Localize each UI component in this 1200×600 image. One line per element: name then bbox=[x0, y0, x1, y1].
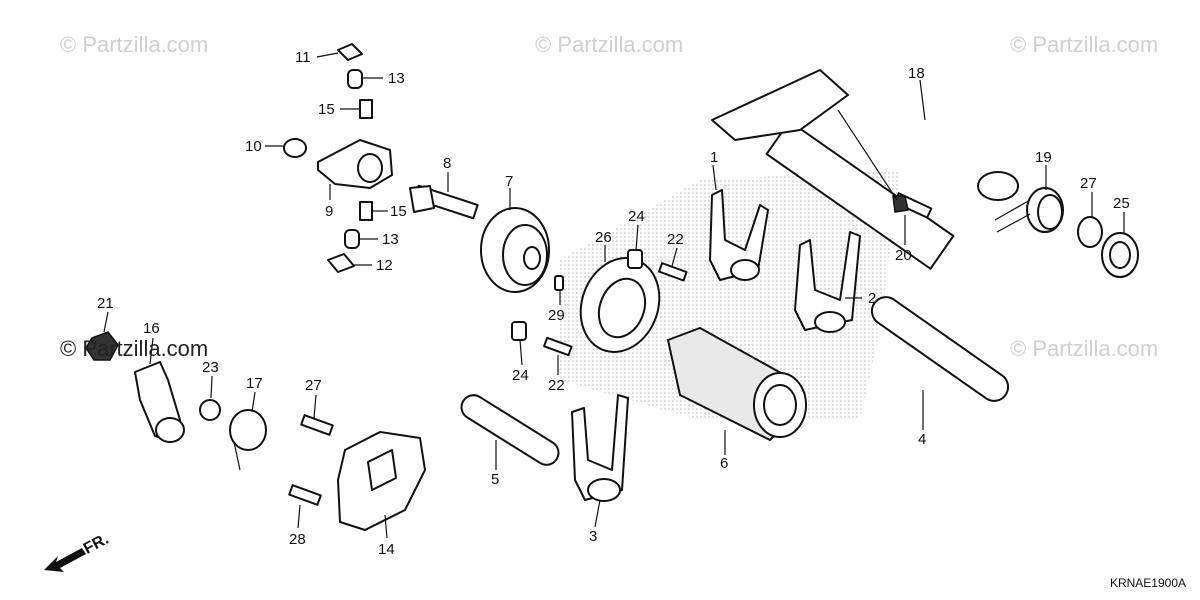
part-13-plunger-lower[interactable] bbox=[344, 229, 360, 249]
part-24-plate-lower[interactable] bbox=[511, 321, 527, 341]
part-9-stopper-arm[interactable] bbox=[317, 139, 393, 189]
part-18-shift-shaft[interactable] bbox=[711, 69, 1019, 270]
callout-22-lower: 22 bbox=[548, 377, 565, 394]
background-dot-shading bbox=[560, 170, 900, 420]
part-27-bolt-lower[interactable] bbox=[288, 484, 322, 506]
callout-10: 10 bbox=[245, 138, 262, 155]
part-3-shift-fork[interactable] bbox=[571, 394, 629, 502]
callout-27-upper: 27 bbox=[305, 377, 322, 394]
callout-29: 29 bbox=[548, 307, 565, 324]
part-27-bolt-upper[interactable] bbox=[300, 414, 334, 436]
callout-15-lower: 15 bbox=[390, 203, 407, 220]
callout-18: 18 bbox=[908, 65, 925, 82]
callout-22-upper: 22 bbox=[667, 231, 684, 248]
part-25-washer[interactable] bbox=[1101, 232, 1139, 278]
part-15-spring-lower[interactable] bbox=[359, 201, 373, 221]
part-7-drum-center[interactable] bbox=[480, 207, 550, 293]
callout-20: 20 bbox=[895, 247, 912, 264]
part-19-return-spring[interactable] bbox=[994, 187, 1064, 233]
callout-21: 21 bbox=[97, 295, 114, 312]
part-20-bolt[interactable] bbox=[892, 192, 933, 219]
callout-6: 6 bbox=[720, 455, 728, 472]
part-2-shift-fork[interactable] bbox=[794, 231, 861, 333]
callout-24-lower: 24 bbox=[512, 367, 529, 384]
part-14-plate[interactable] bbox=[337, 431, 426, 531]
part-26-bearing[interactable] bbox=[568, 247, 672, 363]
front-direction-indicator: FR. bbox=[44, 531, 112, 572]
callout-12: 12 bbox=[376, 257, 393, 274]
part-13-plunger-upper[interactable] bbox=[347, 69, 363, 89]
part-21-nut[interactable] bbox=[85, 331, 119, 361]
callout-15-upper: 15 bbox=[318, 101, 335, 118]
watermark-top-center: © Partzilla.com bbox=[535, 32, 684, 57]
diagram-code: KRNAE1900A bbox=[1109, 576, 1186, 590]
callout-11: 11 bbox=[295, 49, 311, 66]
callout-3: 3 bbox=[589, 528, 597, 545]
callout-9: 9 bbox=[325, 203, 333, 220]
leader-lines bbox=[103, 52, 1125, 539]
callout-14: 14 bbox=[378, 541, 395, 558]
part-11-cap[interactable] bbox=[337, 43, 363, 61]
part-22-bolt-upper[interactable] bbox=[658, 262, 688, 282]
callout-27-lower: 28 bbox=[289, 531, 306, 548]
callout-23: 23 bbox=[202, 359, 219, 376]
callout-2: 2 bbox=[868, 290, 876, 307]
callout-16: 16 bbox=[143, 320, 160, 337]
part-23-washer[interactable] bbox=[199, 399, 221, 421]
callout-4: 4 bbox=[918, 431, 926, 448]
part-10-collar[interactable] bbox=[283, 138, 307, 158]
part-4-fork-shaft[interactable] bbox=[866, 292, 1013, 407]
part-17-spring[interactable] bbox=[229, 409, 267, 471]
part-1-shift-fork[interactable] bbox=[709, 189, 769, 281]
callout-17: 17 bbox=[246, 375, 263, 392]
part-22-bolt-lower[interactable] bbox=[543, 336, 573, 357]
part-6-shift-drum[interactable] bbox=[666, 326, 807, 442]
callout-5: 5 bbox=[491, 471, 499, 488]
callout-24-upper: 24 bbox=[628, 208, 645, 225]
callout-labels: 11 13 15 10 8 7 9 15 13 12 1 2 18 20 19 … bbox=[97, 49, 1130, 558]
part-28-circlip[interactable] bbox=[1077, 216, 1103, 248]
callout-19: 19 bbox=[1035, 149, 1052, 166]
part-29-pin[interactable] bbox=[554, 275, 564, 291]
part-8-pin-bolt[interactable] bbox=[409, 184, 479, 220]
part-16-link-arm[interactable] bbox=[134, 361, 185, 443]
watermark-mid-left: © Partzilla.com bbox=[60, 336, 209, 361]
watermark-top-left: © Partzilla.com bbox=[60, 32, 209, 57]
callout-13-upper: 13 bbox=[388, 70, 405, 87]
part-15-spring-upper[interactable] bbox=[359, 99, 373, 119]
watermark-mid-right: © Partzilla.com bbox=[1010, 336, 1159, 361]
callout-28: 27 bbox=[1080, 175, 1097, 192]
callout-8: 8 bbox=[443, 155, 451, 172]
callout-1: 1 bbox=[710, 149, 718, 166]
callout-26: 26 bbox=[595, 229, 612, 246]
watermark-top-right: © Partzilla.com bbox=[1010, 32, 1159, 57]
part-12-cap[interactable] bbox=[327, 253, 355, 273]
part-24-plate-upper[interactable] bbox=[627, 249, 643, 269]
front-arrow-icon bbox=[44, 548, 86, 572]
part-5-fork-shaft[interactable] bbox=[457, 391, 563, 470]
callout-7: 7 bbox=[505, 173, 513, 190]
callout-13-lower: 13 bbox=[382, 231, 399, 248]
callout-25: 25 bbox=[1113, 195, 1130, 212]
